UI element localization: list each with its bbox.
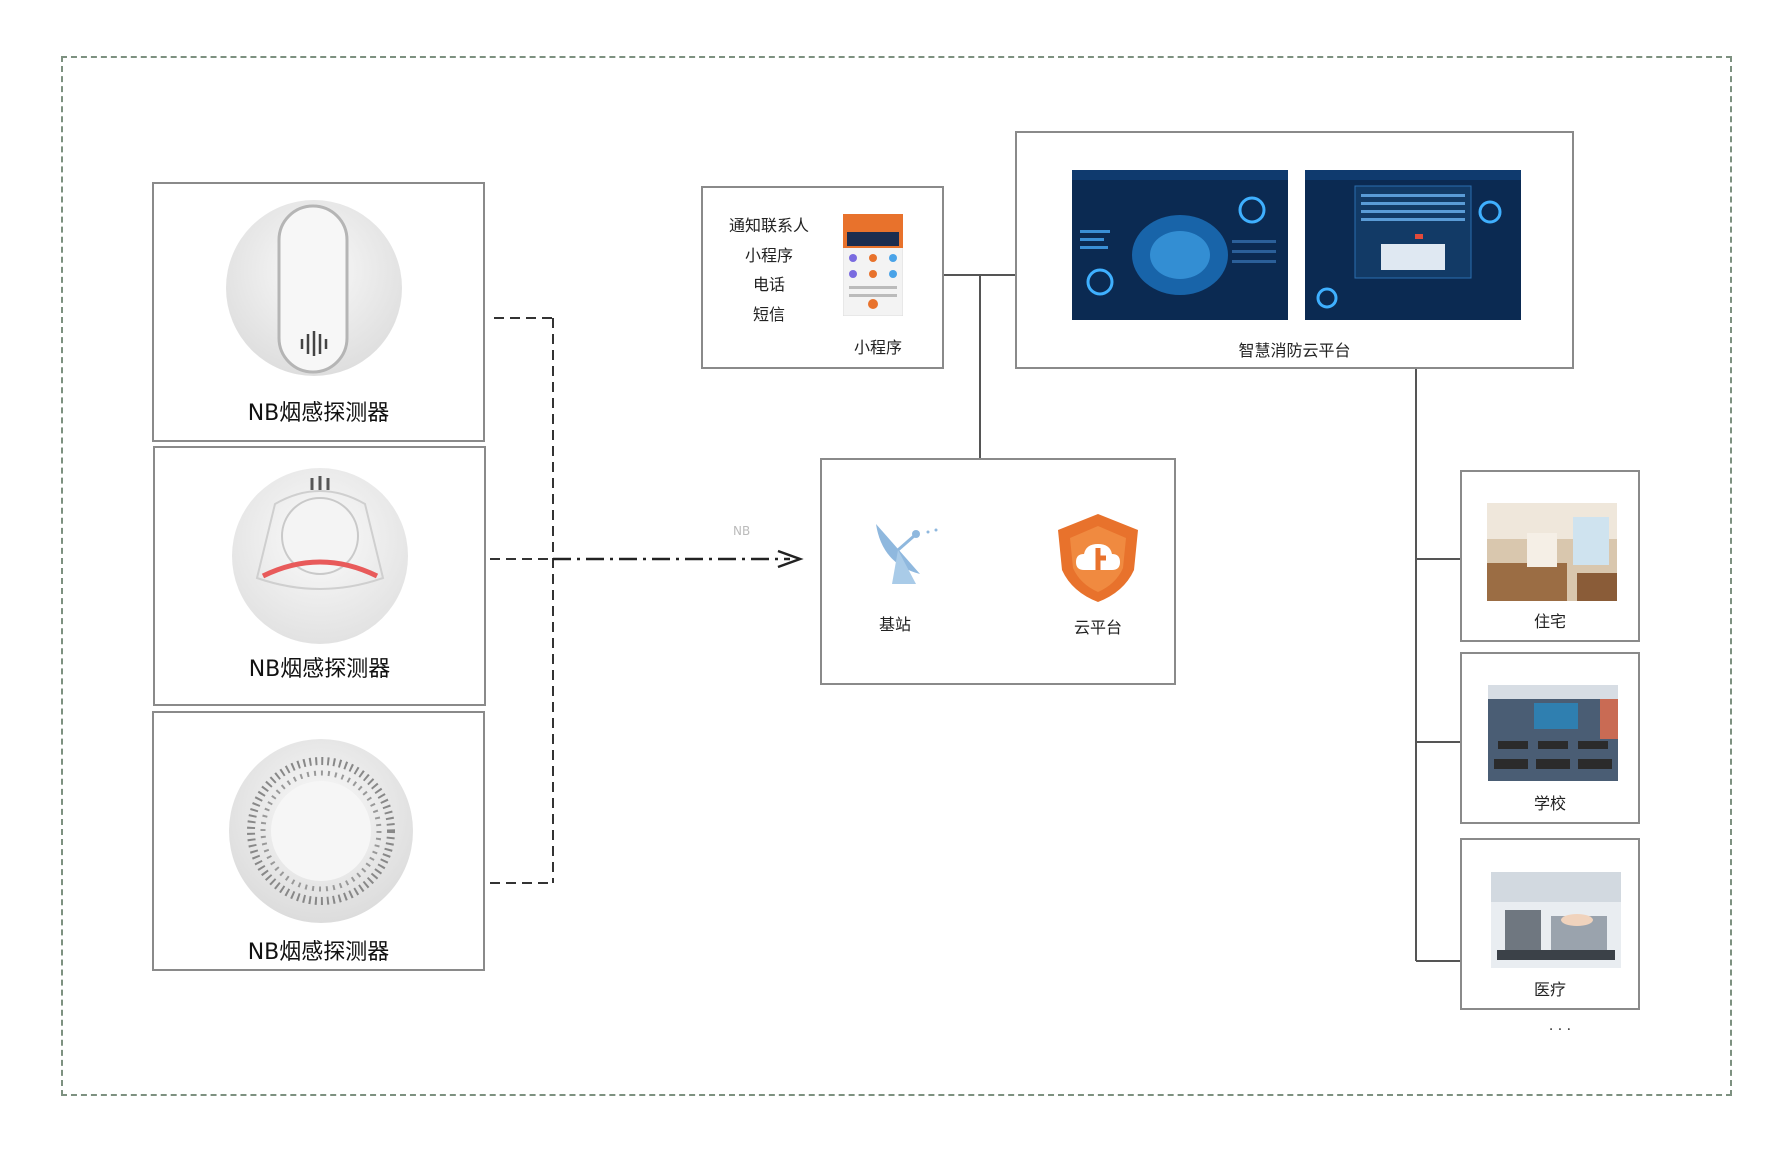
residence-photo [1487,503,1617,601]
dashboard-screen-2 [1305,170,1521,320]
notify-phone-text: 电话 [752,275,785,294]
cloud-shield-icon [1058,514,1138,602]
smoke-detector-3-icon [229,739,413,923]
miniprogram-caption: 小程序 [853,338,902,357]
detector-label: NB烟感探测器 [247,401,390,426]
scene-card-school: 学校 [1460,652,1640,824]
school-label: 学校 [1533,794,1566,813]
base-station-label: 基站 [878,615,911,634]
detector-bracket [490,317,554,884]
cloud-platform-caption: 智慧消防云平台 [1238,341,1351,360]
detector-card-3: NB烟感探测器 [152,711,485,971]
smoke-detector-1-icon [226,200,402,376]
scene-card-residence: 住宅 [1460,470,1640,642]
school-photo [1488,685,1618,781]
nb-link-label: NB [733,524,751,538]
cloud-label: 云平台 [1073,618,1122,637]
notify-contacts-text: 通知联系人 [728,216,809,235]
notify-sms-text: 短信 [752,305,785,324]
notify-card: 通知联系人 小程序 电话 短信 小程序 [701,186,944,369]
residence-label: 住宅 [1533,612,1566,631]
detector-card-2: NB烟感探测器 [153,446,486,706]
smoke-detector-2-icon [232,468,408,644]
cloud-platform-card: 智慧消防云平台 [1015,131,1574,369]
satellite-dish-icon [876,524,938,584]
platform-links [944,274,1460,962]
medical-photo [1491,872,1621,968]
nb-arrow [553,549,804,569]
network-card: 基站 云平台 [820,458,1176,685]
dashboard-screen-1 [1072,170,1288,320]
more-ellipsis: · · · [1548,1022,1572,1038]
detector-label: NB烟感探测器 [247,940,390,965]
notify-miniprogram-text: 小程序 [744,246,793,265]
phone-app-icon [843,214,903,316]
detector-label: NB烟感探测器 [248,657,391,682]
detector-card-1: NB烟感探测器 [152,182,485,442]
outer-frame [61,56,1732,1096]
medical-label: 医疗 [1533,980,1566,999]
scene-card-medical: 医疗 [1460,838,1640,1010]
